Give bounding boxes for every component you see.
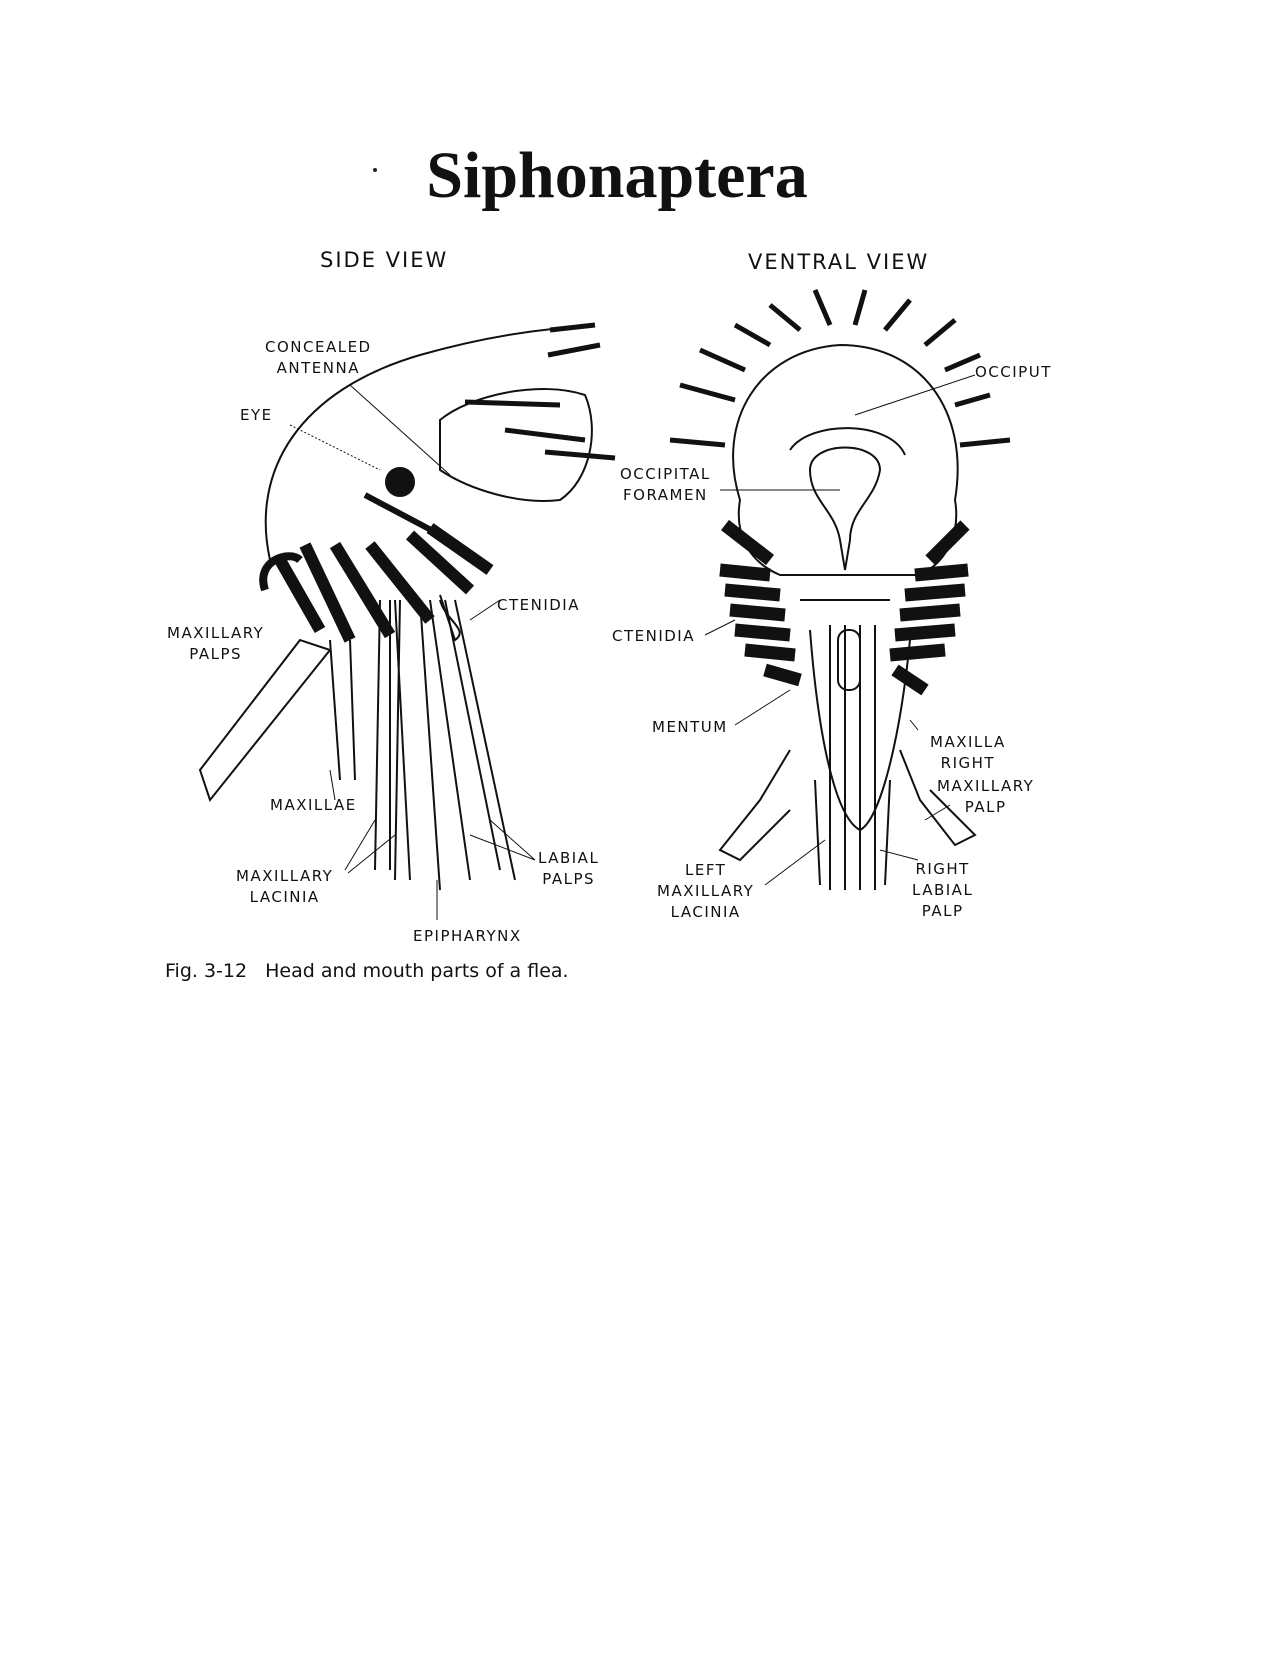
label-line: OCCIPITAL <box>620 465 711 483</box>
label-line: MAXILLARY <box>657 882 755 900</box>
label-occipital-foramen: OCCIPITAL FORAMEN <box>620 464 711 506</box>
label-maxillary-palps: MAXILLARY PALPS <box>167 623 264 665</box>
label-line: PALP <box>921 902 964 920</box>
ventral-view-drawing <box>669 289 1011 890</box>
figure-caption: Fig. 3-12 Head and mouth parts of a flea. <box>165 960 569 982</box>
label-eye: EYE <box>240 406 273 424</box>
label-line: PALPS <box>542 870 596 888</box>
label-left-maxillary-lacinia: LEFT MAXILLARY LACINIA <box>657 860 754 923</box>
leader-lines <box>329 599 951 920</box>
label-line: LABIAL <box>912 881 974 899</box>
label-line: FORAMEN <box>623 486 708 504</box>
label-mentum: MENTUM <box>652 718 728 736</box>
label-maxillae: MAXILLAE <box>270 796 357 814</box>
label-ctenidia-side: CTENIDIA <box>497 596 580 614</box>
label-line: LEFT <box>684 861 727 879</box>
page-title: Siphonaptera <box>426 139 808 212</box>
label-ctenidia-ventral: CTENIDIA <box>612 627 695 645</box>
label-line: ANTENNA <box>276 359 360 377</box>
label-concealed-antenna: CONCEALED ANTENNA <box>265 337 372 379</box>
label-occiput: OCCIPUT <box>975 363 1052 381</box>
label-line: LABIAL <box>538 849 600 867</box>
label-line: MAXILLARY <box>236 867 334 885</box>
label-maxilla-right: MAXILLA RIGHT <box>930 732 1006 774</box>
label-line: PALP <box>964 798 1007 816</box>
label-line: MAXILLA <box>930 733 1006 751</box>
label-right-labial-palp: RIGHT LABIAL PALP <box>912 859 973 922</box>
label-line: PALPS <box>189 645 243 663</box>
side-view-heading: SIDE VIEW <box>320 248 449 272</box>
label-maxillary-lacinia: MAXILLARY LACINIA <box>236 866 333 908</box>
label-line: RIGHT <box>915 860 970 878</box>
side-view-drawing <box>198 322 616 891</box>
label-epipharynx: EPIPHARYNX <box>413 927 522 945</box>
label-labial-palps: LABIAL PALPS <box>538 848 599 890</box>
label-line: CONCEALED <box>265 338 372 356</box>
ventral-view-heading: VENTRAL VIEW <box>748 250 930 274</box>
stray-mark <box>373 168 377 172</box>
figure-caption-text: Head and mouth parts of a flea. <box>265 960 569 982</box>
label-line: MAXILLARY <box>937 777 1035 795</box>
label-maxillary-palp: MAXILLARY PALP <box>937 776 1034 818</box>
label-line: RIGHT <box>940 754 996 772</box>
label-line: LACINIA <box>249 888 320 906</box>
figure-number: Fig. 3-12 <box>165 960 248 982</box>
label-line: MAXILLARY <box>167 624 265 642</box>
label-line: LACINIA <box>670 903 741 921</box>
